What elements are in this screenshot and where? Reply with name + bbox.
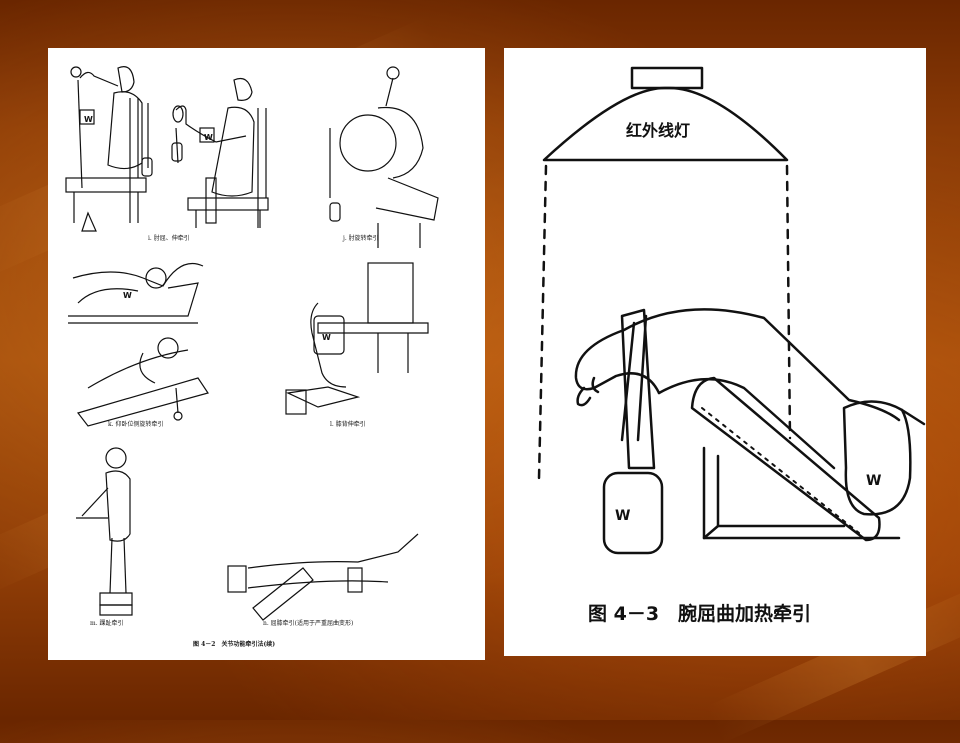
caption-j: j. 肘旋转牵引 <box>342 234 379 242</box>
weight-label-block: W <box>866 473 881 489</box>
caption-m: m. 踝趾牵引 <box>90 619 124 627</box>
caption-k: k. 仰卧位侧旋转牵引 <box>108 420 163 428</box>
caption-l: l. 膝背伸牵引 <box>330 420 366 428</box>
figure-caption-4-2: 图 4－2 关节功能牵引法(续) <box>193 640 275 648</box>
infrared-lamp <box>542 66 789 162</box>
illustration-k-supine-rotation <box>68 262 209 427</box>
infrared-ray-left <box>537 164 548 480</box>
caption-i: i. 肘屈、伸牵引 <box>148 234 190 242</box>
lamp-label: 红外线灯 <box>626 121 690 140</box>
incline-support-board <box>690 376 901 542</box>
left-figure-panel: W W W W i. 肘屈、伸牵引 j. 肘旋转牵引 k. 仰卧位侧旋转牵引 l… <box>48 48 485 660</box>
caption-n: n. 屈膝牵引(适用于严重屈曲变形) <box>263 619 353 627</box>
illustration-i-elbow-flexion <box>65 66 153 232</box>
illustration-i-elbow-extension <box>171 77 269 228</box>
weight-label: W <box>123 291 132 300</box>
traction-strap <box>620 308 656 470</box>
illustration-n-knee-flexion <box>227 533 419 621</box>
infrared-ray-right <box>785 164 792 440</box>
weight-label: W <box>204 133 213 142</box>
weight-label-hanging: W <box>615 508 630 524</box>
weight-label: W <box>84 115 93 124</box>
illustration-j-elbow-rotation <box>329 66 439 248</box>
illustration-m-ankle-traction <box>76 447 133 616</box>
weight-label: W <box>322 333 331 342</box>
upper-arm-weight-block <box>842 400 926 516</box>
illustration-l-knee-extension <box>285 262 429 415</box>
wrist-flexion-heat-traction-illustration: W W 红外线灯 图 4－3 腕屈曲加热牵引 <box>537 66 926 625</box>
right-figure-panel: W W 红外线灯 图 4－3 腕屈曲加热牵引 <box>504 48 926 656</box>
traction-weight <box>602 471 664 555</box>
figure-caption-4-3: 图 4－3 腕屈曲加热牵引 <box>588 602 811 625</box>
joint-traction-illustrations: W W W W i. 肘屈、伸牵引 j. 肘旋转牵引 k. 仰卧位侧旋转牵引 l… <box>65 66 439 648</box>
